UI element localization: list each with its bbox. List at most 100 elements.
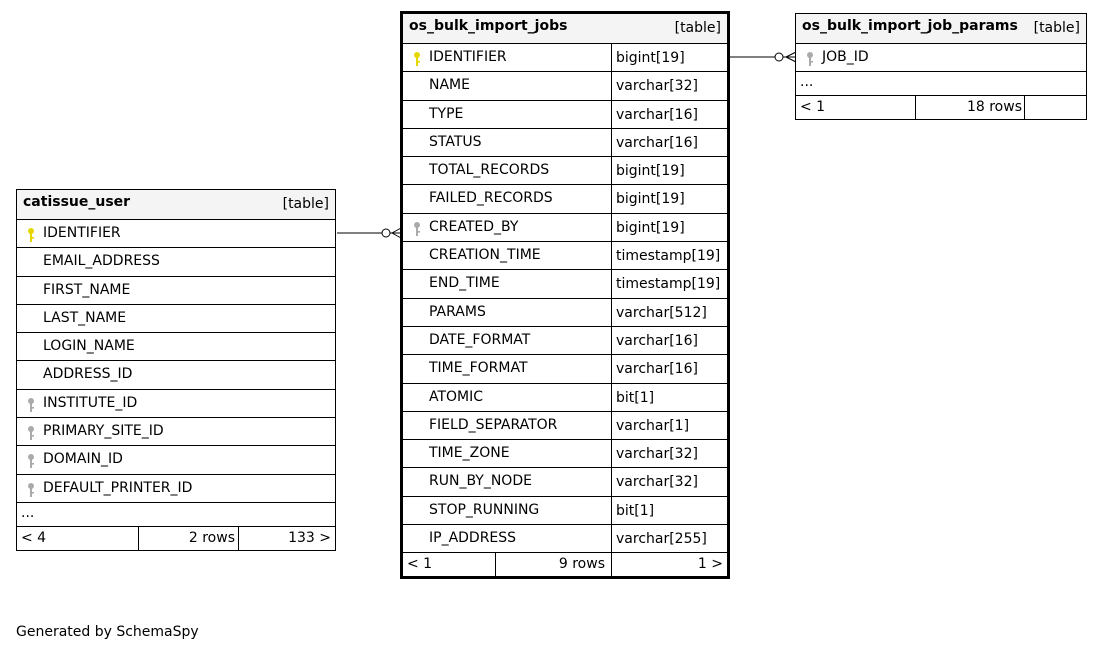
parents-count[interactable]: < 1 [407, 556, 433, 573]
row-count: 9 rows [558, 556, 605, 573]
column-name: FAILED_RECORDS [429, 190, 553, 207]
parents-count[interactable]: < 4 [21, 529, 47, 546]
column-name: LOGIN_NAME [43, 338, 135, 355]
column-row[interactable]: LAST_NAME [17, 305, 335, 334]
column-name: STOP_RUNNING [429, 501, 540, 518]
column-name: TIME_ZONE [429, 445, 510, 462]
primary-key-icon [28, 228, 34, 242]
column-row[interactable]: DOMAIN_ID [17, 446, 335, 475]
column-type: varchar[16] [611, 100, 727, 128]
column-row[interactable]: JOB_ID [796, 44, 1086, 73]
column-type: timestamp[19] [611, 270, 727, 298]
column-type: varchar[32] [611, 440, 727, 468]
foreign-key-icon [28, 426, 34, 441]
table-os-bulk-import-jobs[interactable]: os_bulk_import_jobs [table] IDENTIFIER bi… [400, 11, 730, 580]
table-os-bulk-import-job-params[interactable]: os_bulk_import_job_params [table] JOB_ID… [795, 13, 1087, 121]
column-name: ADDRESS_ID [43, 366, 133, 383]
column-row[interactable]: IDENTIFIER [17, 220, 335, 249]
column-type: bigint[19] [611, 157, 727, 185]
column-type: varchar[16] [611, 355, 727, 383]
column-row[interactable]: TIME_ZONE varchar[32] [403, 440, 727, 469]
table-type: [table] [282, 196, 329, 212]
column-name: TYPE [429, 105, 464, 122]
column-row[interactable]: STATUS varchar[16] [403, 128, 727, 158]
column-type: bigint[19] [611, 213, 727, 242]
table-header: os_bulk_import_jobs [table] [403, 14, 727, 44]
column-name: FIELD_SEPARATOR [429, 416, 558, 433]
column-name: JOB_ID [822, 49, 869, 65]
parents-count[interactable]: < 1 [800, 99, 826, 116]
column-list: IDENTIFIER EMAIL_ADDRESS FIRST_NAME LAST_NA… [17, 220, 335, 503]
table-catissue-user[interactable]: catissue_user [table] IDENTIFIER EMAIL_AD… [16, 189, 336, 551]
column-name: ATOMIC [429, 388, 484, 405]
column-name: DEFAULT_PRINTER_ID [43, 479, 193, 496]
more-columns-ellipsis: ... [17, 503, 335, 527]
column-name: IP_ADDRESS [429, 530, 517, 547]
column-type: varchar[1] [611, 411, 727, 440]
relationship-user-to-jobs [337, 227, 402, 239]
column-row[interactable]: TYPE varchar[16] [403, 100, 727, 129]
column-list: JOB_ID [796, 44, 1086, 73]
column-type: varchar[512] [611, 298, 727, 326]
column-name: DATE_FORMAT [429, 331, 531, 348]
table-name: catissue_user [23, 194, 131, 210]
column-type: bit[1] [611, 383, 727, 411]
table-footer: < 1 18 rows [796, 96, 1086, 120]
column-row[interactable]: ATOMIC bit[1] [403, 383, 727, 412]
column-name: STATUS [429, 133, 482, 150]
table-name: os_bulk_import_job_params [802, 18, 1018, 34]
column-name: EMAIL_ADDRESS [43, 253, 160, 270]
column-name: END_TIME [429, 275, 500, 292]
table-footer: < 1 9 rows 1 > [403, 553, 727, 577]
column-row[interactable]: FIELD_SEPARATOR varchar[1] [403, 411, 727, 441]
column-type: bigint[19] [611, 44, 727, 72]
column-row[interactable]: IDENTIFIER bigint[19] [403, 44, 727, 73]
column-name: IDENTIFIER [429, 49, 507, 65]
column-type: varchar[16] [611, 128, 727, 157]
table-type: [table] [1033, 20, 1080, 36]
column-row[interactable]: ADDRESS_ID [17, 361, 335, 390]
column-name: TOTAL_RECORDS [429, 162, 550, 179]
children-count[interactable]: 1 > [697, 556, 723, 573]
column-name: IDENTIFIER [43, 225, 121, 241]
column-row[interactable]: DEFAULT_PRINTER_ID [17, 475, 335, 503]
column-row[interactable]: LOGIN_NAME [17, 333, 335, 362]
row-count: 18 rows [966, 99, 1022, 116]
more-columns-ellipsis: ... [796, 72, 1086, 97]
column-row[interactable]: IP_ADDRESS varchar[255] [403, 525, 727, 554]
column-row[interactable]: TOTAL_RECORDS bigint[19] [403, 157, 727, 186]
column-row[interactable]: NAME varchar[32] [403, 72, 727, 101]
column-row[interactable]: FIRST_NAME [17, 277, 335, 305]
column-name: INSTITUTE_ID [43, 394, 138, 411]
relationship-jobs-to-params [729, 51, 797, 63]
foreign-key-icon [807, 52, 813, 66]
row-count: 2 rows [188, 529, 235, 546]
foreign-key-icon [28, 454, 34, 469]
column-row[interactable]: INSTITUTE_ID [17, 390, 335, 419]
column-row[interactable]: END_TIME timestamp[19] [403, 270, 727, 299]
foreign-key-icon [28, 397, 34, 412]
column-name: FIRST_NAME [43, 281, 131, 298]
generated-by-label: Generated by SchemaSpy [16, 624, 199, 640]
foreign-key-icon [414, 221, 420, 236]
column-row[interactable]: PRIMARY_SITE_ID [17, 418, 335, 447]
children-count[interactable]: 133 > [288, 529, 331, 546]
table-header: os_bulk_import_job_params [table] [796, 14, 1086, 44]
column-type: varchar[255] [611, 525, 727, 553]
foreign-key-icon [28, 482, 34, 497]
column-type: varchar[32] [611, 72, 727, 100]
column-row[interactable]: EMAIL_ADDRESS [17, 248, 335, 277]
column-name: RUN_BY_NODE [429, 473, 532, 490]
column-name: NAME [429, 77, 470, 94]
column-name: PRIMARY_SITE_ID [43, 423, 164, 440]
column-name: DOMAIN_ID [43, 451, 123, 468]
